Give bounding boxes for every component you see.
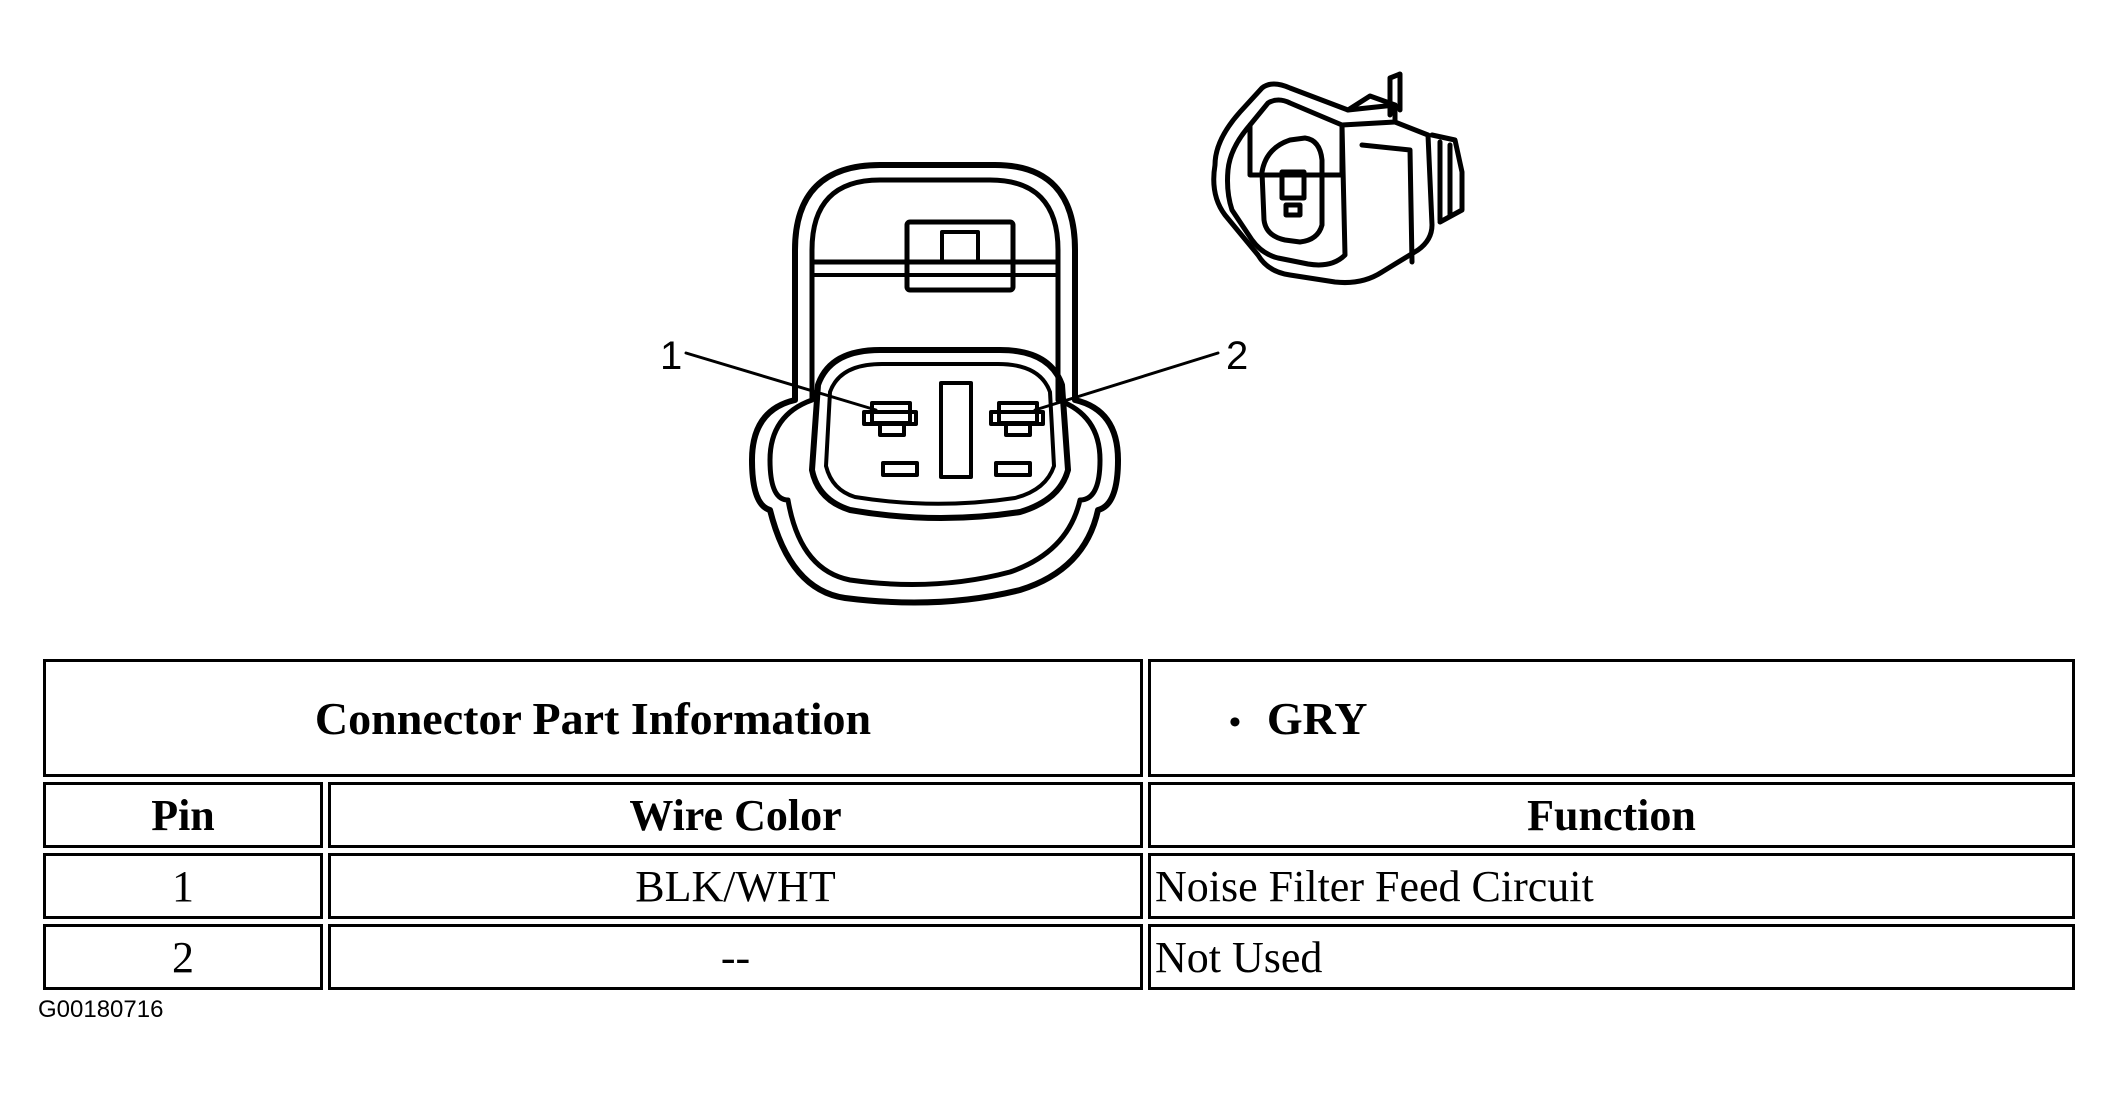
connector-part-info-label: Connector Part Information xyxy=(43,659,1143,777)
connector-face-outer xyxy=(749,162,1121,606)
table-row: 1 BLK/WHT Noise Filter Feed Circuit xyxy=(43,853,2075,919)
connector-isometric-view xyxy=(1211,71,1465,285)
pin-number-cell: 2 xyxy=(43,924,323,990)
wire-color-cell: BLK/WHT xyxy=(328,853,1143,919)
column-header-pin: Pin xyxy=(43,782,323,848)
pin-1-callout: 1 xyxy=(660,334,682,378)
terminal-cavity-inner xyxy=(824,362,1056,506)
pin-2-terminal xyxy=(989,401,1045,437)
connector-part-info-row: Connector Part Information • GRY xyxy=(43,659,2075,777)
pin-2-leader xyxy=(1033,351,1220,412)
column-header-row: Pin Wire Color Function xyxy=(43,782,2075,848)
connector-color-value: GRY xyxy=(1266,692,1368,744)
function-cell: Noise Filter Feed Circuit xyxy=(1148,853,2075,919)
connector-color-cell: • GRY xyxy=(1148,659,2075,777)
connector-face-inner xyxy=(767,177,1103,587)
figure-id-label: G00180716 xyxy=(38,996,164,1023)
pin-number-cell: 1 xyxy=(43,853,323,919)
pin-1-lower-slot xyxy=(881,461,919,477)
pin-2-lower-slot xyxy=(994,461,1032,477)
pin-1-leader xyxy=(684,351,878,412)
terminal-cavity xyxy=(809,347,1071,521)
center-divider xyxy=(939,381,973,479)
bullet-icon: • xyxy=(1229,703,1241,741)
column-header-wire-color: Wire Color xyxy=(328,782,1143,848)
latch-tab xyxy=(904,219,1016,293)
wire-color-cell: -- xyxy=(328,924,1143,990)
function-cell: Not Used xyxy=(1148,924,2075,990)
column-header-function: Function xyxy=(1148,782,2075,848)
pin-1-terminal xyxy=(862,401,918,437)
connector-pin-table: Connector Part Information • GRY Pin Wire… xyxy=(38,654,2080,995)
pin-2-callout: 2 xyxy=(1226,334,1248,378)
table-row: 2 -- Not Used xyxy=(43,924,2075,990)
latch-tab-inner xyxy=(940,230,980,264)
